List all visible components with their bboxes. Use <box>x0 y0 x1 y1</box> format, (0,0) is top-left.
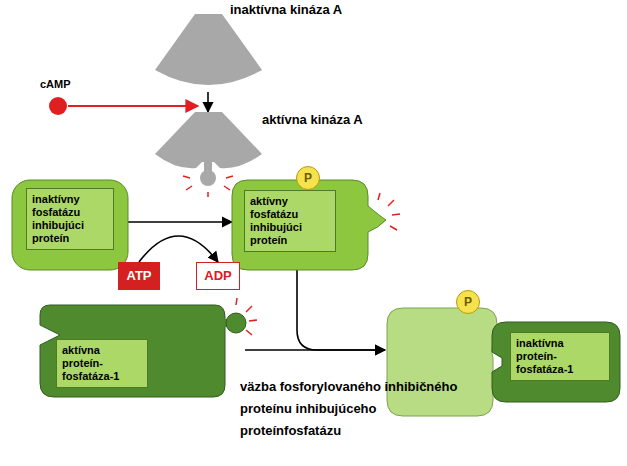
connector-arrow <box>245 349 385 351</box>
adp-box: ADP <box>196 262 240 290</box>
node-text: aktívna kináza A <box>262 112 363 127</box>
inhibitor-shape-outline <box>385 300 497 418</box>
kinase-shape: aktívna kináza A <box>150 112 265 188</box>
node-text: cAMP <box>40 78 71 90</box>
connector-arrow <box>139 236 218 262</box>
node-text: aktívny fosfatázu inhibujúci proteín <box>244 190 336 252</box>
camp-arrow <box>68 105 198 107</box>
kinase-shape: inaktívna kináza A <box>150 12 265 92</box>
connector-arrow <box>297 270 385 350</box>
node-text: ATP <box>118 268 160 283</box>
node-text: inaktívna proteín-fosfatáza-1 <box>510 332 610 381</box>
node-text: inaktívna kináza A <box>230 2 342 17</box>
kinase-shape-outline <box>150 112 265 188</box>
node-text: inaktívny fosfatázu inhibujúci proteín <box>26 188 114 250</box>
phosphate-mark: P <box>296 166 320 190</box>
kinase-shape-outline <box>150 12 265 92</box>
protein-box: aktívny fosfatázu inhibujúci proteínP <box>232 180 368 270</box>
connector-arrow <box>128 221 232 223</box>
enzyme-shape: inaktívna proteín-fosfatáza-1 <box>492 322 620 402</box>
phosphate-mark: P <box>456 290 480 314</box>
protein-box: inaktívny fosfatázu inhibujúci proteín <box>12 180 128 270</box>
enzyme-shape: aktívna proteín-fosfatáza-1 <box>40 305 245 397</box>
inhibitor-shape: P <box>385 300 497 418</box>
node-text: ADP <box>196 268 240 283</box>
camp-dot: cAMP <box>49 97 67 115</box>
atp-box: ATP <box>118 262 160 290</box>
camp-dot-outline <box>49 97 67 115</box>
connector-arrow <box>207 92 209 112</box>
annotation-text: väzba fosforylovaného inhibičného proteí… <box>240 376 468 442</box>
node-text: aktívna proteín-fosfatáza-1 <box>56 339 148 388</box>
